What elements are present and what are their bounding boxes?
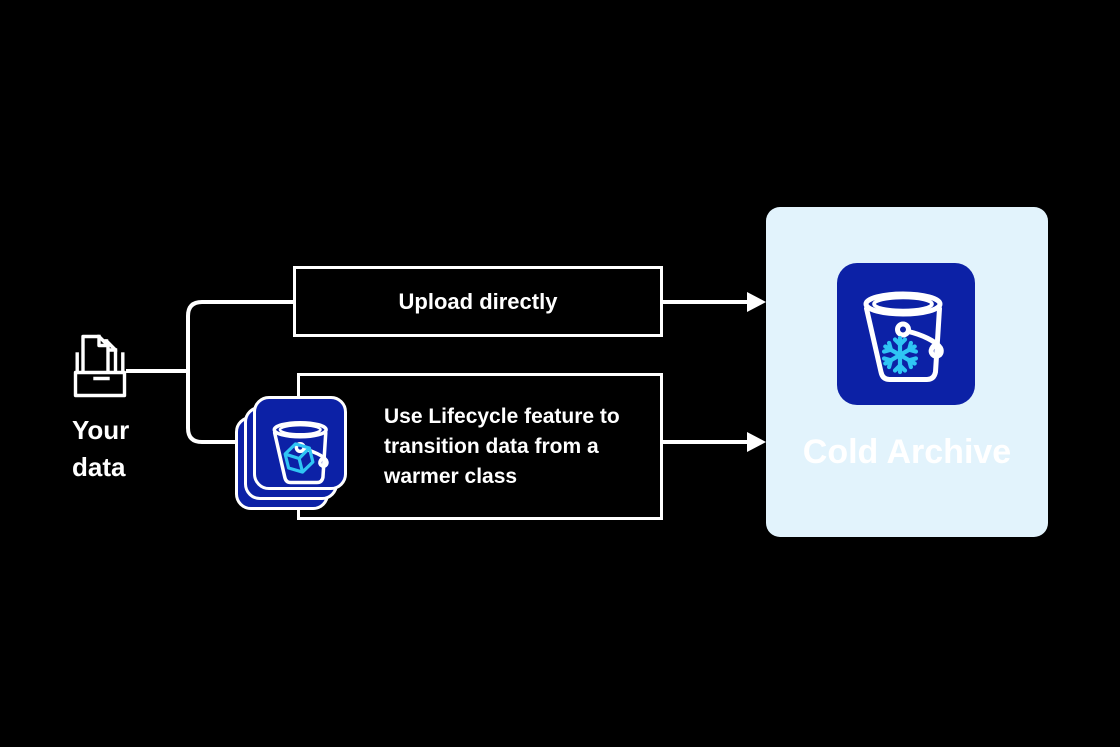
stack-card-front (253, 396, 347, 490)
lifecycle-arrowhead-icon (747, 432, 766, 452)
upload-arrowhead-icon (747, 292, 766, 312)
documents-tray-icon (73, 334, 127, 398)
destination-label: Cold Archive (802, 433, 1012, 471)
cold-archive-panel: Cold Archive (766, 207, 1048, 537)
lifecycle-label-line2: transition data from a (384, 434, 599, 458)
upload-directly-box: Upload directly (293, 266, 663, 337)
source-label-line1: Your (72, 415, 130, 445)
source-label: Your data (72, 412, 129, 486)
lifecycle-box: Use Lifecycle feature to transition data… (297, 373, 663, 520)
cold-archive-bucket-icon (837, 263, 975, 405)
upload-directly-label: Upload directly (398, 288, 558, 314)
lifecycle-label-line1: Use Lifecycle feature to (384, 404, 620, 428)
bucket-snowflake-icon (863, 291, 944, 382)
snowflake-icon (881, 335, 919, 375)
bucket-stack-icon (235, 396, 347, 510)
source-label-line2: data (72, 452, 126, 482)
bucket-cube-icon (272, 420, 329, 485)
lifecycle-label-line3: warmer class (384, 464, 518, 488)
